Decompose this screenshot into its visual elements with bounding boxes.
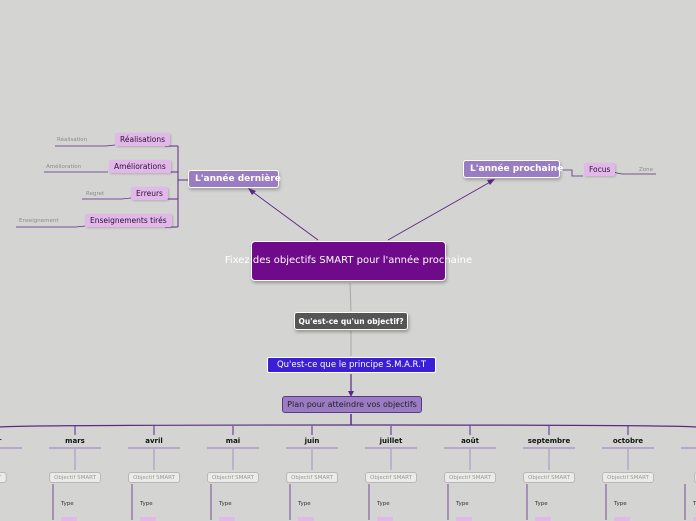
month-label[interactable]: mai xyxy=(225,437,241,445)
leaf-improvements-label: Améliorations xyxy=(114,162,166,171)
central-topic[interactable]: Fixez des objectifs SMART pour l'année p… xyxy=(225,241,472,281)
smart-principle-label: Qu'est-ce que le principe S.M.A.R.T xyxy=(276,360,427,370)
branch-next-year-title: L'année prochaine xyxy=(470,164,564,174)
smart-objective-node[interactable]: Objectif SMART xyxy=(286,472,338,483)
smart-objective-node[interactable]: Objectif SMART xyxy=(444,472,496,483)
month-label[interactable]: août xyxy=(461,437,479,445)
smart-objective-node[interactable]: Objectif SMART xyxy=(207,472,259,483)
sub-regret: Regret xyxy=(86,191,105,197)
sub-achievement: Réalisation xyxy=(57,137,88,143)
smart-objective-node[interactable]: Objec xyxy=(694,472,696,483)
leaf-lessons-learned[interactable]: Enseignements tirés xyxy=(85,214,172,227)
objective-type-label: Type xyxy=(298,501,311,507)
month-label[interactable]: ier xyxy=(0,437,1,445)
month-label[interactable]: juin xyxy=(304,437,320,445)
month-label[interactable]: septembre xyxy=(527,437,571,445)
type-value-chip[interactable] xyxy=(377,517,393,521)
objective-type-label: Type xyxy=(535,501,548,507)
smart-objective-node[interactable]: Objectif SMART xyxy=(523,472,575,483)
objective-type-label: T xyxy=(693,501,696,507)
leaf-improvements[interactable]: Améliorations xyxy=(109,160,171,173)
objective-type-label: Type xyxy=(377,501,390,507)
what-is-objective-label: Qu'est-ce qu'un objectif? xyxy=(298,316,404,326)
month-label[interactable]: octobre xyxy=(612,437,644,445)
objective-type-label: Type xyxy=(614,501,627,507)
month-label[interactable]: mars xyxy=(65,437,85,445)
leaf-achievements-label: Réalisations xyxy=(120,135,166,144)
type-value-chip[interactable] xyxy=(456,517,472,521)
sub-zone: Zone xyxy=(639,167,654,173)
smart-objective-node[interactable]: Objectif SMART xyxy=(365,472,417,483)
objective-type-label: Type xyxy=(456,501,469,507)
branch-last-year-title: L'année dernière xyxy=(195,174,281,184)
plan-node[interactable]: Plan pour atteindre vos objectifs xyxy=(282,396,422,413)
what-is-objective-node[interactable]: Qu'est-ce qu'un objectif? xyxy=(294,312,408,330)
type-value-chip[interactable] xyxy=(61,517,77,521)
type-value-chip[interactable] xyxy=(614,517,630,521)
objective-type-label: Type xyxy=(140,501,153,507)
type-value-chip[interactable] xyxy=(140,517,156,521)
smart-objective-node[interactable]: ART xyxy=(0,472,7,483)
objective-type-label: Type xyxy=(219,501,232,507)
plan-label: Plan pour atteindre vos objectifs xyxy=(287,400,417,409)
month-label[interactable]: juillet xyxy=(379,437,403,445)
type-value-chip[interactable] xyxy=(298,517,314,521)
leaf-mistakes-label: Erreurs xyxy=(136,189,163,198)
sub-lesson: Enseignement xyxy=(19,218,59,224)
central-topic-title: Fixez des objectifs SMART pour l'année p… xyxy=(224,255,473,266)
objective-type-label: Type xyxy=(61,501,74,507)
branch-last-year[interactable]: L'année dernière xyxy=(188,170,281,188)
type-value-chip[interactable] xyxy=(219,517,235,521)
smart-objective-node[interactable]: Objectif SMART xyxy=(602,472,654,483)
leaf-mistakes[interactable]: Erreurs xyxy=(131,187,168,200)
sub-improvement: Amélioration xyxy=(46,164,82,170)
smart-principle-node[interactable]: Qu'est-ce que le principe S.M.A.R.T xyxy=(267,357,436,373)
type-value-chip[interactable] xyxy=(535,517,551,521)
leaf-lessons-learned-label: Enseignements tirés xyxy=(90,216,167,225)
type-value-chip[interactable] xyxy=(693,517,696,521)
leaf-focus-label: Focus xyxy=(589,165,611,174)
leaf-focus[interactable]: Focus xyxy=(584,163,616,176)
month-label[interactable]: avril xyxy=(145,437,163,445)
leaf-achievements[interactable]: Réalisations xyxy=(115,133,171,146)
smart-objective-node[interactable]: Objectif SMART xyxy=(49,472,101,483)
branch-next-year[interactable]: L'année prochaine xyxy=(463,160,564,178)
smart-objective-node[interactable]: Objectif SMART xyxy=(128,472,180,483)
